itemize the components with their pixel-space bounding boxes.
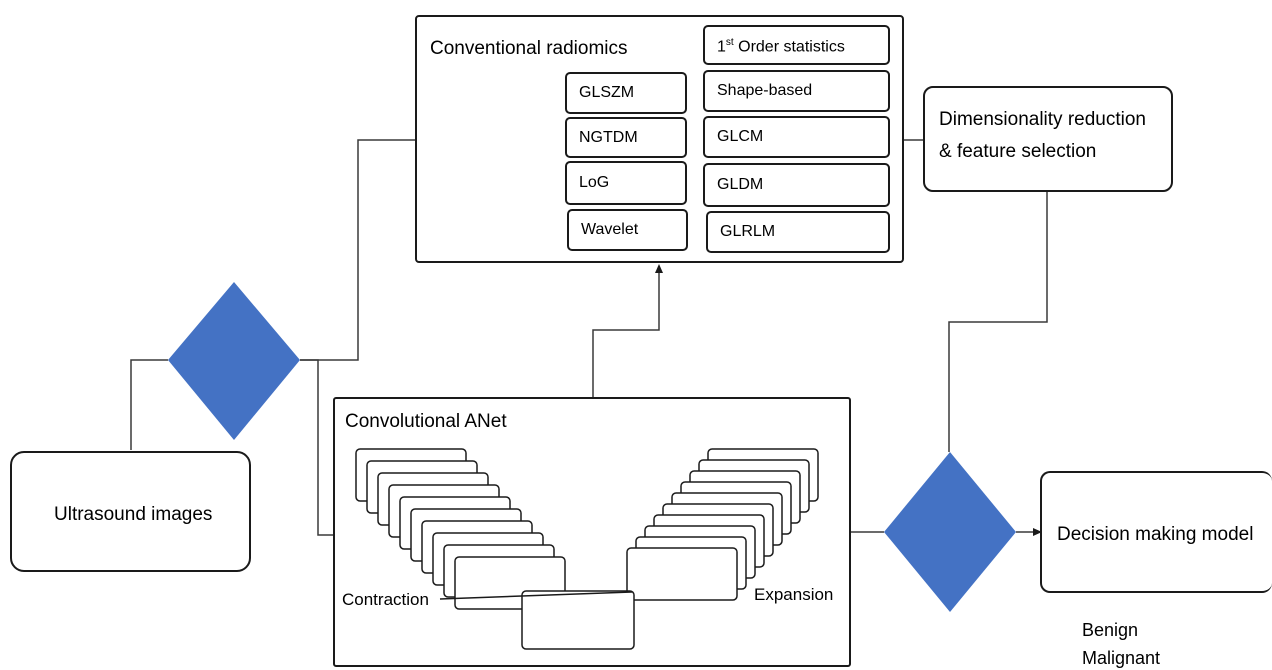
expansion-layer (626, 547, 738, 601)
contraction-label: Contraction (342, 590, 429, 610)
feature-glrlm: GLRLM (706, 211, 890, 253)
bottleneck-link (439, 591, 633, 600)
feature-label: GLSZM (579, 84, 635, 101)
cnn-panel: Convolutional ANet (333, 397, 851, 667)
feature-label: LoG (579, 174, 610, 191)
feature-first-order: 1st Order statistics (703, 25, 890, 65)
decision-model-label: Decision making model (1057, 524, 1254, 545)
connector-ultrasound-diamond (130, 359, 168, 450)
connector-dimred-diamond (948, 190, 1048, 452)
feature-ngtdm: NGTDM (565, 117, 687, 158)
feature-shape-based: Shape-based (703, 70, 890, 112)
outcome-benign: Benign (1082, 620, 1139, 640)
diamond-left-icon (168, 282, 300, 440)
connector-diamond-cnn (300, 359, 334, 536)
feature-first-order-label: 1st Order statistics (717, 36, 845, 56)
arrowhead-right-icon (1033, 528, 1042, 536)
dimensionality-reduction-box: Dimensionality reduction & feature selec… (923, 86, 1173, 192)
feature-label: Shape-based (717, 82, 813, 99)
feature-label: Wavelet (581, 221, 639, 238)
feature-glszm: GLSZM (565, 72, 687, 114)
expansion-label: Expansion (754, 585, 834, 604)
outcome-malignant: Malignant (1082, 648, 1161, 668)
feature-label: NGTDM (579, 128, 638, 146)
cnn-title: Convolutional ANet (345, 411, 507, 432)
feature-label: GLDM (717, 176, 764, 193)
connector-cnn-radiomics (592, 272, 660, 398)
ultrasound-images-box: Ultrasound images (10, 451, 251, 572)
connector-diamond-radiomics (300, 139, 416, 361)
bottleneck-layer (521, 590, 635, 650)
diamond-right-icon (884, 452, 1016, 612)
decision-model-box: Decision making model (1040, 471, 1272, 593)
arrowhead-up-icon (655, 264, 663, 273)
feature-gldm: GLDM (703, 163, 890, 207)
feature-log: LoG (565, 161, 687, 205)
feature-glcm: GLCM (703, 116, 890, 158)
dimensionality-reduction-line2: & feature selection (939, 141, 1097, 162)
ultrasound-images-label: Ultrasound images (54, 504, 213, 525)
radiomics-title: Conventional radiomics (430, 38, 628, 59)
feature-wavelet: Wavelet (567, 209, 688, 251)
feature-label: GLRLM (720, 223, 776, 240)
feature-label: GLCM (717, 128, 764, 145)
dimensionality-reduction-line1: Dimensionality reduction (939, 109, 1146, 130)
